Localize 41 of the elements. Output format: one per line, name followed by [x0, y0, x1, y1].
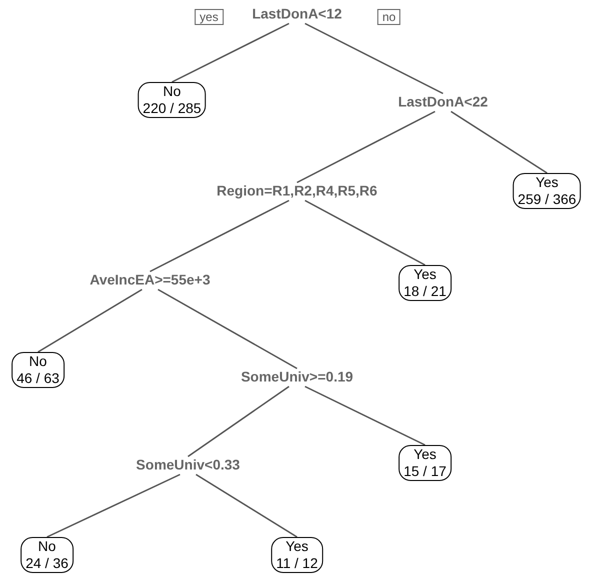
- split-condition-label: SomeUniv<0.33: [136, 456, 240, 474]
- split-condition-label: LastDonA<12: [252, 6, 342, 22]
- class-label: Yes: [536, 174, 558, 191]
- class-label: No: [163, 83, 181, 100]
- split-condition-label: SomeUniv>=0.19: [240, 368, 354, 386]
- leaf-node-box: [271, 537, 323, 573]
- branch-direction-tag: no: [377, 9, 401, 25]
- tree-branch-line: [188, 386, 290, 458]
- count-label: 259 / 366: [518, 191, 576, 208]
- leaf-node-box: [398, 265, 452, 301]
- tree-branch-line: [172, 22, 290, 83]
- tree-branch-line: [150, 200, 290, 272]
- tree-branch-line: [158, 288, 298, 370]
- split-condition-label: Region=R1,R2,R4,R5,R6: [216, 182, 378, 200]
- count-label: 15 / 17: [404, 463, 446, 480]
- class-label: Yes: [414, 446, 436, 463]
- branch-direction-tag: yes: [194, 9, 224, 25]
- tree-branch-line: [38, 288, 142, 353]
- tree-branch-line: [304, 386, 426, 446]
- count-label: 46 / 63: [16, 370, 60, 387]
- tree-branch-line: [196, 474, 298, 538]
- class-label: No: [29, 353, 47, 370]
- tree-branch-line: [46, 474, 180, 538]
- class-label: Yes: [286, 538, 308, 555]
- count-label: 220 / 285: [142, 100, 202, 117]
- leaf-node-box: [12, 352, 64, 388]
- split-condition-label: LastDonA<22: [398, 94, 488, 110]
- leaf-node-box: [20, 537, 74, 573]
- tree-branch-line: [304, 22, 444, 94]
- split-condition-label: AveIncEA>=55e+3: [90, 272, 210, 288]
- count-label: 11 / 12: [276, 555, 318, 572]
- leaf-node-box: [138, 82, 206, 118]
- leaf-node-box: [398, 445, 452, 481]
- leaf-node-box: [512, 173, 582, 209]
- tree-branch-line: [296, 110, 436, 184]
- class-label: No: [38, 538, 56, 555]
- class-label: Yes: [414, 266, 436, 283]
- count-label: 24 / 36: [26, 555, 68, 572]
- tree-branch-line: [304, 200, 426, 266]
- tree-branch-line: [450, 110, 548, 174]
- count-label: 18 / 21: [404, 283, 446, 300]
